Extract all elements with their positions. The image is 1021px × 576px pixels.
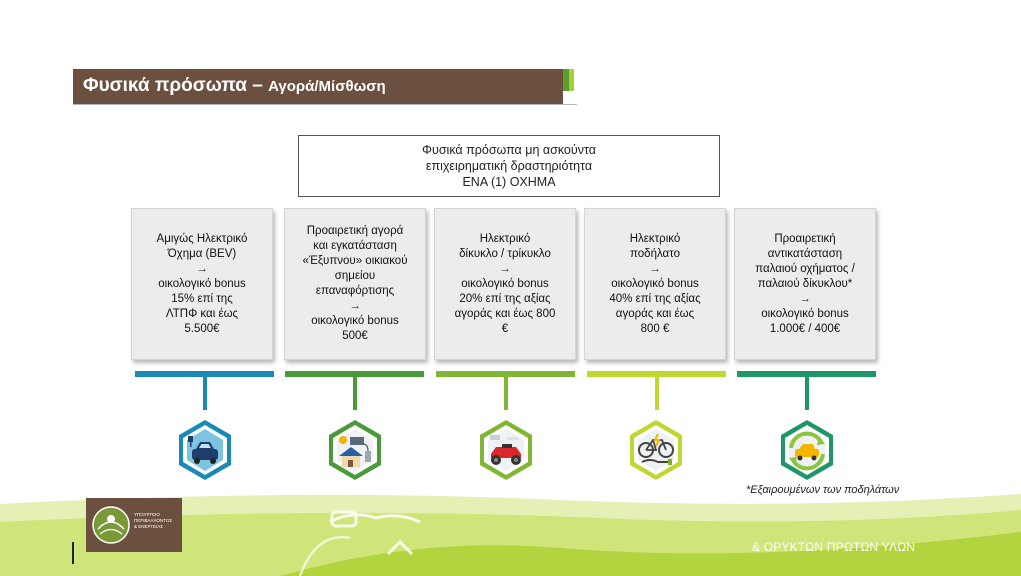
color-bar-5 [737,371,876,377]
card-text: Αμιγώς Ηλεκτρικό Όχημα (BEV) → οικολογικ… [156,232,248,335]
card-text: Προαιρετική αντικατάσταση παλαιού οχήματ… [755,232,855,335]
title-main: Φυσικά πρόσωπα – [83,75,269,96]
card-bev: Αμιγώς Ηλεκτρικό Όχημα (BEV) → οικολογικ… [131,208,273,360]
title-bar: Φυσικά πρόσωπα – Αγορά/Μίσθωση [73,69,563,104]
vehicle-replacement-icon [775,418,839,482]
title-underline [73,104,577,105]
solar-home-charger-icon [323,418,387,482]
page-title: Φυσικά πρόσωπα – Αγορά/Μίσθωση [83,75,386,97]
card-text: Ηλεκτρικό δίκυκλο / τρίκυκλο → οικολογικ… [454,232,556,335]
connector-1 [203,377,207,410]
color-bar-3 [436,371,575,377]
logo-text: ΥΠΟΥΡΓΕΙΟ ΠΕΡΙΒΑΛΛΟΝΤΟΣ & ΕΝΕΡΓΕΙΑΣ [134,512,173,529]
connector-4 [655,377,659,410]
color-bar-1 [135,371,274,377]
header-line-2: επιχειρηματική δραστηριότητα [425,159,593,173]
connector-3 [504,377,508,410]
color-bar-2 [285,371,424,377]
header-line-1: Φυσικά πρόσωπα μη ασκούντα [422,143,596,157]
card-two-wheeler: Ηλεκτρικό δίκυκλο / τρίκυκλο → οικολογικ… [434,208,576,360]
ministry-logo: ΥΠΟΥΡΓΕΙΟ ΠΕΡΙΒΑΛΛΟΝΤΟΣ & ΕΝΕΡΓΕΙΑΣ [86,498,182,552]
title-sub: Αγορά/Μίσθωση [268,78,386,95]
ev-car-plug-icon [173,418,237,482]
title-accent-dark [563,69,569,91]
header-box: Φυσικά πρόσωπα μη ασκούντα επιχειρηματικ… [298,135,720,197]
title-accent-light [569,69,574,91]
left-margin-mark [72,542,74,564]
color-bar-4 [587,371,726,377]
connector-2 [353,377,357,410]
card-home-charger: Προαιρετική αγορά και εγκατάσταση «Έξυπν… [284,208,426,360]
footnote: *Εξαιρουμένων των ποδηλάτων [746,484,900,496]
card-text: Προαιρετική αγορά και εγκατάσταση «Έξυπν… [302,225,408,342]
ministry-footer-text: & ΟΡΥΚΤΩΝ ΠΡΩΤΩΝ ΥΛΩΝ [752,540,916,554]
card-e-bike: Ηλεκτρικό ποδήλατο → οικολογικό bonus 40… [584,208,726,360]
e-bike-icon [624,418,688,482]
footer-banner [0,494,1021,576]
electric-quad-icon [474,418,538,482]
card-replacement: Προαιρετική αντικατάσταση παλαιού οχήματ… [734,208,876,360]
header-line-3: ΕΝΑ (1) ΟΧΗΜΑ [462,175,556,189]
connector-5 [805,377,809,410]
card-text: Ηλεκτρικό ποδήλατο → οικολογικό bonus 40… [609,232,701,335]
logo-emblem-icon [92,506,130,544]
